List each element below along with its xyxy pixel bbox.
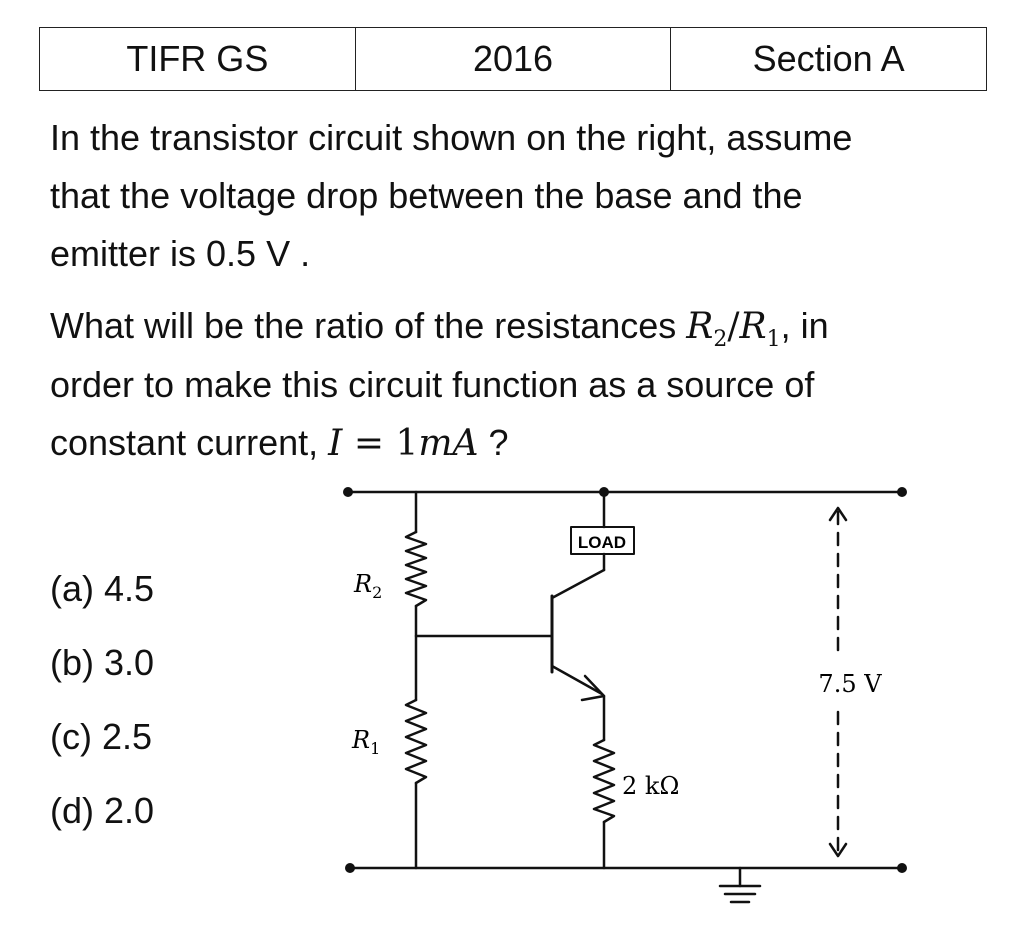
answer-options: (a) 4.5 (b) 3.0 (c) 2.5 (d) 2.0 [50,560,154,856]
header-table: TIFR GS 2016 Section A [39,27,987,91]
terminal-dot [343,487,353,497]
junction-dot [599,487,609,497]
question-paragraph-2: What will be the ratio of the resistance… [50,297,975,473]
option-c[interactable]: (c) 2.5 [50,716,153,757]
terminal-dot [897,487,907,497]
ratio-expression: R2/R1 [686,306,781,352]
header-year: 2016 [354,27,672,91]
arrowhead-down [828,842,848,858]
terminal-dot [345,863,355,873]
emitter-resistor-label: 2 kΩ [622,772,679,800]
load-label: LOAD [578,533,626,552]
resistor-r1 [404,698,428,785]
question-line: constant current, I = 1mA ? [50,422,509,464]
r1-label: R1 [351,726,380,758]
question-paragraph-1: In the transistor circuit shown on the r… [50,109,975,283]
question-line: order to make this circuit function as a… [50,364,815,405]
option-d[interactable]: (d) 2.0 [50,790,155,831]
resistor-r2 [404,530,428,608]
arrowhead-up [828,506,848,522]
r2-label: R2 [353,570,382,602]
transistor-collector [550,568,606,600]
current-expression: I = 1mA [328,423,479,464]
resistor-emitter [592,738,616,824]
question-line: that the voltage drop between the base a… [50,175,803,216]
option-b[interactable]: (b) 3.0 [50,642,155,683]
transistor-emitter [550,664,604,696]
question-line: What will be the ratio of the resistance… [50,305,687,346]
header-section: Section A [670,27,987,91]
question-line: emitter is 0.5 V . [50,233,311,274]
header-exam: TIFR GS [39,27,356,91]
option-a[interactable]: (a) 4.5 [50,568,155,609]
load-box [570,526,635,555]
terminal-dot [897,863,907,873]
question-line: In the transistor circuit shown on the r… [50,117,853,158]
supply-voltage-label: 7.5 V [818,670,882,698]
